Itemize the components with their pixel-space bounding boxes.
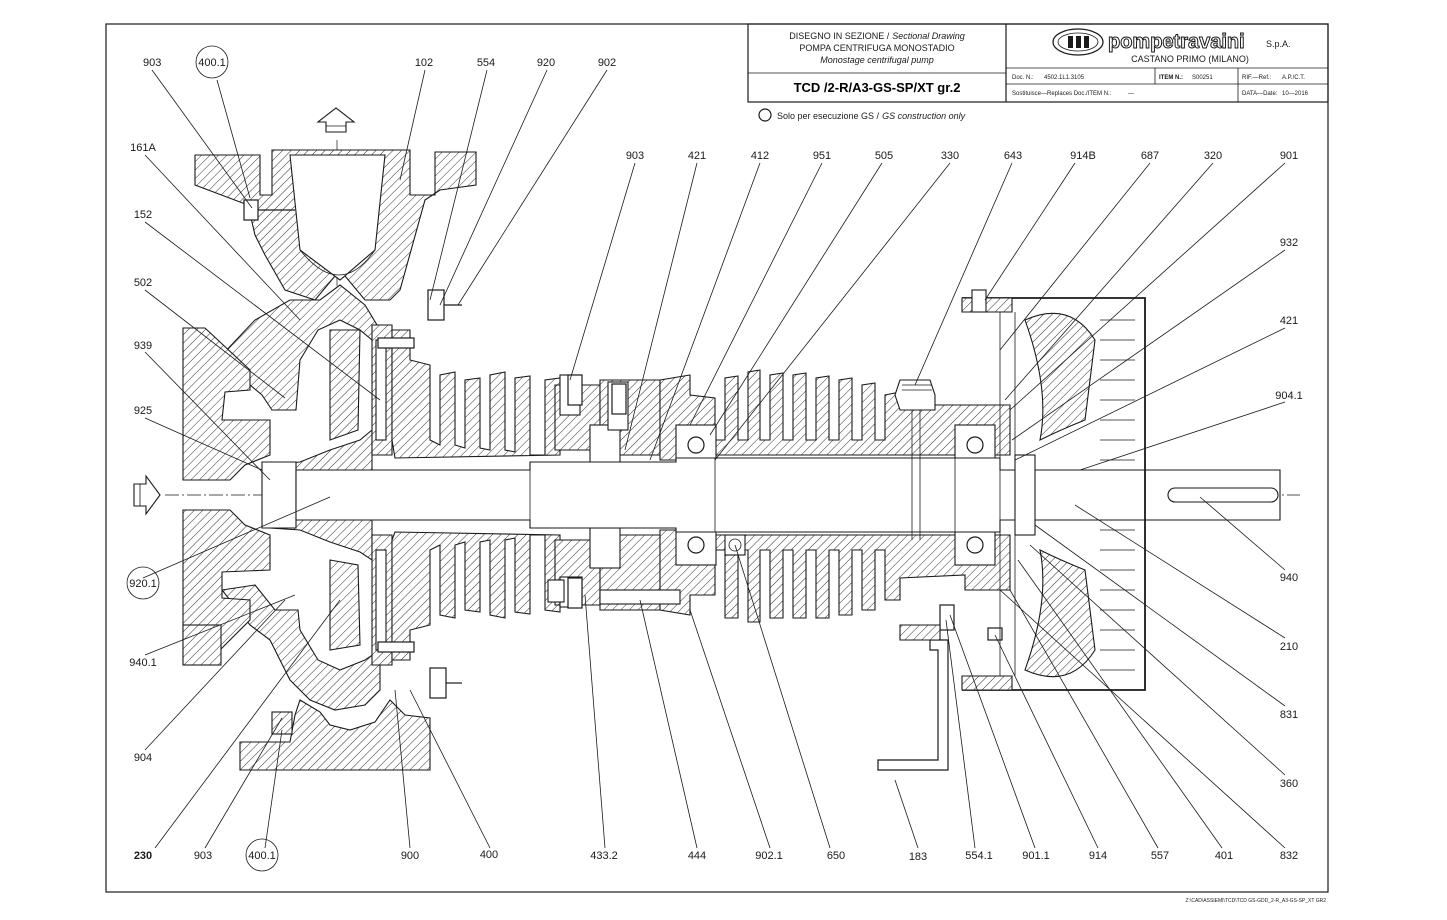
label-940-1: 940.1 [129,657,157,669]
label-400-1-top: 400.1 [198,57,226,69]
label-832: 832 [1280,850,1298,862]
label-902-1: 902.1 [755,850,783,862]
label-650: 650 [827,850,845,862]
replaces-label: Sostituisce—Replaces Doc./ITEM N.: [1012,91,1112,97]
label-557: 557 [1151,850,1169,862]
label-903-bottom: 903 [194,850,212,862]
label-400-1-bottom: 400.1 [248,850,276,862]
company-name: pompetravaini [1108,31,1245,53]
drawing-heading: DISEGNO IN SEZIONE /Sectional Drawing [789,31,965,41]
label-914: 914 [1089,850,1107,862]
label-920-1: 920.1 [129,578,157,590]
label-903-mid: 903 [626,150,644,162]
label-152: 152 [134,209,152,221]
date-label: DATA—Date: [1242,91,1278,97]
label-421-right: 421 [1280,315,1298,327]
label-421-mid: 421 [688,150,706,162]
label-643: 643 [1004,150,1022,162]
item-value: S00251 [1192,75,1213,81]
label-914B: 914B [1070,150,1096,162]
company-suffix: S.p.A. [1266,39,1291,49]
support-bracket [877,639,949,771]
label-687: 687 [1141,150,1159,162]
label-902: 902 [598,57,616,69]
label-903-top: 903 [143,57,161,69]
label-444: 444 [688,850,706,862]
label-330: 330 [941,150,959,162]
title-block: DISEGNO IN SEZIONE /Sectional Drawing PO… [747,23,1329,103]
pump-model: TCD /2-R/A3-GS-SP/XT gr.2 [794,80,961,95]
label-401: 401 [1215,850,1233,862]
label-412: 412 [751,150,769,162]
drawing-subtitle: POMPA CENTRIFUGA MONOSTADIO [799,43,954,53]
label-183: 183 [909,851,927,863]
rif-label: RIF.—Ref.: [1242,75,1272,81]
label-360: 360 [1280,778,1298,790]
date-value: 10—2016 [1282,91,1309,97]
label-554: 554 [477,57,495,69]
drawing-frame [105,23,1329,893]
discharge-arrow-icon [316,107,356,133]
label-904-1: 904.1 [1275,390,1303,402]
label-901-1: 901.1 [1022,850,1050,862]
doc-value: 4502.1L1.3105 [1044,75,1085,81]
label-904: 904 [134,752,152,764]
item-label: ITEM N.: [1159,75,1183,81]
label-940: 940 [1280,572,1298,584]
label-210: 210 [1280,641,1298,653]
label-320: 320 [1204,150,1222,162]
label-502: 502 [134,277,152,289]
label-900: 900 [401,850,419,862]
pump-shaft [295,457,1281,533]
doc-label: Doc. N.: [1012,75,1034,81]
gs-note: Solo per esecuzione GS /GS construction … [758,108,966,122]
label-939: 939 [134,340,152,352]
label-920: 920 [537,57,555,69]
leader-lines [142,69,1286,849]
label-161A: 161A [130,142,156,154]
cooling-fan [1014,312,1135,678]
label-951: 951 [813,150,831,162]
company-logo [1052,28,1104,56]
rif-value: A.P./C.T. [1282,75,1305,81]
svg-text:Solo per esecuzione GS /GS con: Solo per esecuzione GS /GS construction … [777,111,966,121]
label-102: 102 [415,57,433,69]
company-location: CASTANO PRIMO (MILANO) [1131,54,1249,64]
label-901: 901 [1280,150,1298,162]
suction-arrow-icon [133,474,161,516]
label-505: 505 [875,150,893,162]
part-labels: 903 400.1 102 554 920 902 161A 152 502 9… [126,45,1303,872]
label-932: 932 [1280,237,1298,249]
pump-section [133,107,1300,771]
label-554-1: 554.1 [965,850,993,862]
label-831: 831 [1280,709,1298,721]
label-230: 230 [134,850,152,862]
label-400: 400 [480,849,498,861]
drawing-subtitle-en: Monostage centrifugal pump [820,55,934,65]
file-path: Z:\CAD\ASSIEMI\TCD\TCD GS-GDD_2-R_A3-GS-… [1186,898,1327,904]
replaces-value: — [1128,91,1134,97]
label-925: 925 [134,405,152,417]
label-433-2: 433.2 [590,850,618,862]
